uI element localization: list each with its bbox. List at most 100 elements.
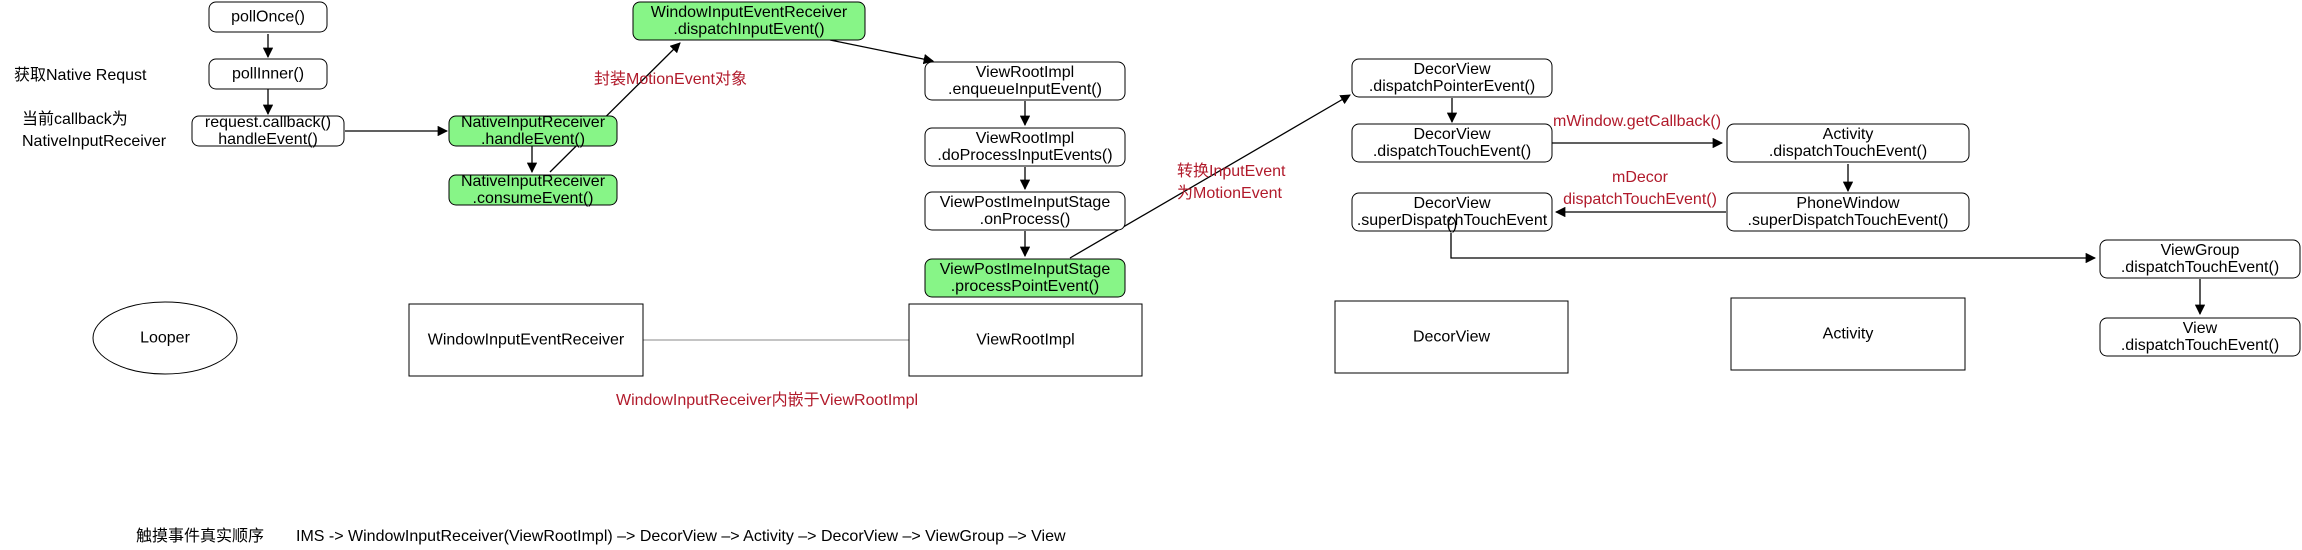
node-nire-handle: NativeInputReceiver.handleEvent() bbox=[448, 114, 618, 148]
edge-dvsuper-vgtouch bbox=[1450, 233, 2097, 264]
node-shape bbox=[1351, 123, 1553, 163]
node-wier-dispatch: WindowInputEventReceiver.dispatchInputEv… bbox=[632, 1, 866, 41]
node-label: handleEvent() bbox=[218, 131, 318, 148]
node-shape bbox=[924, 127, 1126, 167]
node-label: Activity bbox=[1823, 126, 1874, 143]
node-poll-inner: pollInner() bbox=[208, 58, 328, 90]
node-label: .dispatchTouchEvent() bbox=[2121, 259, 2279, 276]
node-label: pollOnce() bbox=[231, 9, 305, 26]
node-shape bbox=[92, 301, 238, 375]
node-label: DecorView bbox=[1413, 329, 1491, 346]
node-shape bbox=[1726, 192, 1970, 232]
node-label: .dispatchTouchEvent() bbox=[1769, 143, 1927, 160]
node-label: request.callback() bbox=[205, 114, 331, 131]
node-view-touch: View.dispatchTouchEvent() bbox=[2099, 317, 2301, 357]
node-label: DecorView bbox=[1413, 195, 1491, 212]
node-label: DecorView bbox=[1413, 61, 1491, 78]
node-label: Activity bbox=[1823, 326, 1874, 343]
edge-nireconsume-wierdispatch bbox=[549, 42, 681, 173]
node-label: WindowInputEventReceiver bbox=[651, 4, 848, 21]
node-dv-pointer: DecorView.dispatchPointerEvent() bbox=[1351, 58, 1553, 98]
node-shape bbox=[2099, 317, 2301, 357]
node-shape bbox=[1351, 192, 1553, 232]
node-wier-box: WindowInputEventReceiver bbox=[408, 303, 644, 377]
label-get-callback: mWindow.getCallback() bbox=[1553, 113, 1721, 130]
node-act-touch: Activity.dispatchTouchEvent() bbox=[1726, 123, 1970, 163]
node-label: .handleEvent() bbox=[481, 131, 585, 148]
label-get-native: 获取Native Requst bbox=[14, 66, 147, 84]
node-shape bbox=[208, 1, 328, 33]
node-shape bbox=[924, 258, 1126, 298]
node-shape bbox=[908, 303, 1143, 377]
node-shape bbox=[191, 115, 345, 147]
node-vg-touch: ViewGroup.dispatchTouchEvent() bbox=[2099, 239, 2301, 279]
nodes: pollOnce() pollInner() request.callback()h… bbox=[92, 1, 2301, 377]
node-label: ViewRootImpl bbox=[976, 332, 1074, 349]
node-label: ViewRootImpl bbox=[976, 64, 1074, 81]
labels: 获取Native Requst 当前callback为 NativeInputRec… bbox=[14, 66, 1721, 545]
node-shape bbox=[924, 191, 1126, 231]
node-label: View bbox=[2183, 320, 2218, 337]
node-vpi-on-process: ViewPostImeInputStage.onProcess() bbox=[924, 191, 1126, 231]
node-shape bbox=[448, 174, 618, 206]
node-label: .superDispatchTouchEvent bbox=[1357, 212, 1548, 229]
label-order-title: 触摸事件真实顺序 bbox=[136, 527, 264, 545]
node-shape bbox=[1730, 297, 1966, 371]
node-shape bbox=[408, 303, 644, 377]
edge-wierdispatch-vrienqueue bbox=[829, 39, 935, 65]
node-dv-touch: DecorView.dispatchTouchEvent() bbox=[1351, 123, 1553, 163]
node-label: .enqueueInputEvent() bbox=[948, 81, 1102, 98]
node-nire-consume: NativeInputReceiver.consumeEvent() bbox=[448, 173, 618, 207]
node-looper: Looper bbox=[92, 301, 238, 375]
node-dv-super: DecorView.superDispatchTouchEvent() bbox=[1351, 192, 1553, 233]
edge-vpiprocesspoint-dvpointer bbox=[1069, 94, 1351, 259]
node-pw-super: PhoneWindow.superDispatchTouchEvent() bbox=[1726, 192, 1970, 232]
node-shape bbox=[2099, 239, 2301, 279]
label-convert-input: 转换InputEvent bbox=[1177, 162, 1286, 180]
node-label: DecorView bbox=[1413, 126, 1491, 143]
node-vri-do-process: ViewRootImpl.doProcessInputEvents() bbox=[924, 127, 1126, 167]
node-label: .dispatchPointerEvent() bbox=[1369, 78, 1535, 95]
node-label: .dispatchTouchEvent() bbox=[2121, 337, 2279, 354]
node-label: pollInner() bbox=[232, 66, 304, 83]
node-shape bbox=[208, 58, 328, 90]
node-label: NativeInputReceiver bbox=[461, 173, 606, 190]
label-callback-is: NativeInputReceiver bbox=[22, 133, 167, 150]
node-shape bbox=[1351, 58, 1553, 98]
node-label: ViewPostImeInputStage bbox=[940, 194, 1111, 211]
node-label: .dispatchTouchEvent() bbox=[1373, 143, 1531, 160]
node-label: ViewGroup bbox=[2161, 242, 2240, 259]
node-label: .doProcessInputEvents() bbox=[937, 147, 1112, 164]
node-request-callback: request.callback()handleEvent() bbox=[191, 114, 345, 148]
node-label: .dispatchInputEvent() bbox=[673, 21, 824, 38]
edges bbox=[262, 34, 2206, 341]
node-shape bbox=[924, 61, 1126, 101]
node-shape bbox=[1334, 300, 1569, 374]
node-activity-box: Activity bbox=[1730, 297, 1966, 371]
label-embedded: WindowInputReceiver内嵌于ViewRootImpl bbox=[616, 391, 918, 409]
node-shape bbox=[1726, 123, 1970, 163]
node-label: .processPointEvent() bbox=[951, 278, 1100, 295]
node-label: WindowInputEventReceiver bbox=[428, 332, 625, 349]
node-poll-once: pollOnce() bbox=[208, 1, 328, 33]
node-vpi-process-point: ViewPostImeInputStage.processPointEvent(… bbox=[924, 258, 1126, 298]
node-label: PhoneWindow bbox=[1796, 195, 1900, 212]
node-shape bbox=[448, 115, 618, 147]
node-label: .consumeEvent() bbox=[473, 190, 594, 207]
node-label: NativeInputReceiver bbox=[461, 114, 606, 131]
node-decor-box: DecorView bbox=[1334, 300, 1569, 374]
label-order-seq: IMS -> WindowInputReceiver(ViewRootImpl)… bbox=[296, 528, 1066, 545]
node-label: () bbox=[1447, 216, 1458, 233]
node-vri-enqueue: ViewRootImpl.enqueueInputEvent() bbox=[924, 61, 1126, 101]
node-label: .superDispatchTouchEvent() bbox=[1748, 212, 1949, 229]
label-wrap-motion: 封装MotionEvent对象 bbox=[594, 70, 747, 88]
node-shape bbox=[632, 1, 866, 41]
label-m-decor: dispatchTouchEvent() bbox=[1563, 191, 1717, 208]
label-m-decor: mDecor bbox=[1612, 169, 1669, 186]
node-label: ViewPostImeInputStage bbox=[940, 261, 1111, 278]
node-label: .onProcess() bbox=[980, 211, 1071, 228]
node-label: ViewRootImpl bbox=[976, 130, 1074, 147]
node-label: Looper bbox=[140, 330, 190, 347]
label-callback-is: 当前callback为 bbox=[22, 110, 128, 128]
